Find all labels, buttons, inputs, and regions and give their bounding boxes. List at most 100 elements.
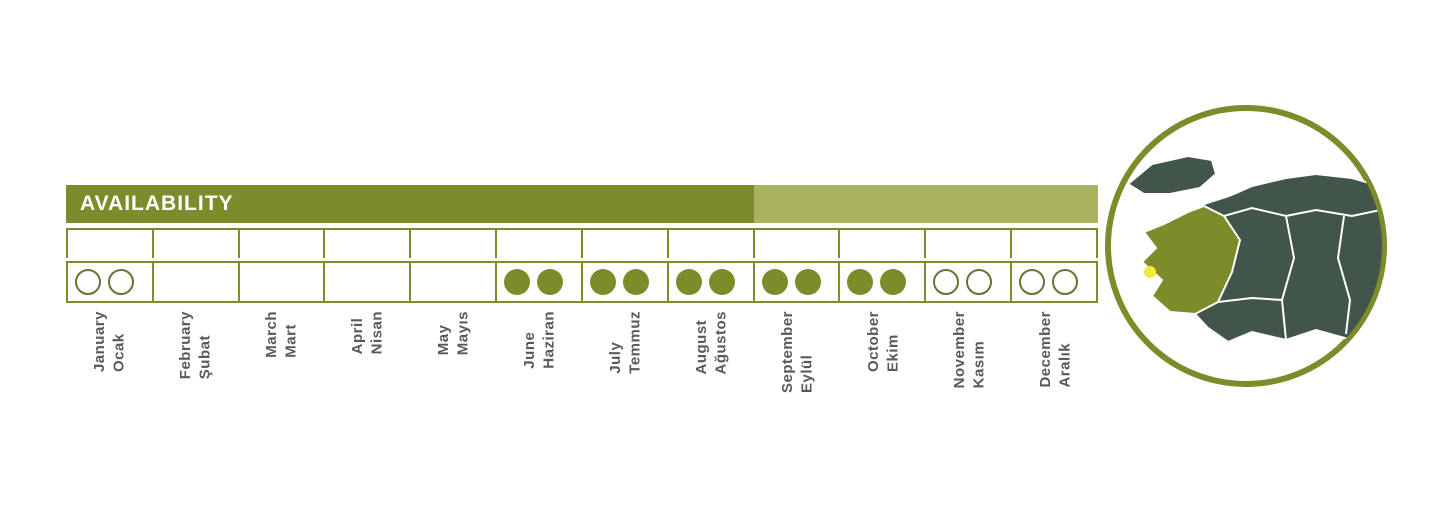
availability-marker-filled-icon xyxy=(880,269,907,295)
month-cell xyxy=(1010,230,1098,258)
month-marker-cell xyxy=(924,263,1010,301)
availability-marker-filled-icon xyxy=(761,269,788,295)
month-name-tr: Nisan xyxy=(368,311,385,355)
month-name-tr: Mayıs xyxy=(454,311,471,356)
month-marker-cell xyxy=(580,263,667,301)
availability-marker-filled-icon xyxy=(847,269,874,295)
month-name-tr: Mart xyxy=(282,324,299,358)
month-name-en: October xyxy=(864,311,882,373)
month-marker-cell xyxy=(495,263,581,301)
month-name-en: September xyxy=(778,311,796,394)
turkey-map-icon xyxy=(1105,105,1387,387)
month-cell xyxy=(151,230,238,258)
thrace-region xyxy=(1126,154,1218,195)
month-cell xyxy=(66,230,152,258)
availability-marker-outline-icon xyxy=(933,269,960,295)
month-cell xyxy=(409,230,495,258)
month-cell xyxy=(838,230,924,258)
region-map xyxy=(1100,100,1392,392)
availability-marker-filled-icon xyxy=(675,269,702,295)
month-name-tr: Kasım xyxy=(970,340,987,389)
availability-bar-light-segment xyxy=(753,185,1098,223)
availability-marker-filled-icon xyxy=(794,269,821,295)
availability-marker-filled-icon xyxy=(537,269,564,295)
availability-marker-outline-icon xyxy=(108,269,134,295)
location-dot-icon xyxy=(1144,266,1156,278)
availability-marker-filled-icon xyxy=(708,269,735,295)
month-name-en: May xyxy=(434,324,452,356)
month-marker-cell xyxy=(666,263,753,301)
month-cell xyxy=(666,230,753,258)
month-name-en: December xyxy=(1036,311,1054,388)
month-name-tr: Aralık xyxy=(1056,342,1073,388)
month-cell xyxy=(495,230,581,258)
month-marker-cell xyxy=(752,263,839,301)
region-border-lines xyxy=(1217,206,1382,341)
month-grid-top-row xyxy=(66,228,1098,258)
availability-bar-dark-segment: AVAILABILITY xyxy=(66,185,754,223)
month-name-tr: Ağustos xyxy=(712,311,729,375)
month-cell xyxy=(924,230,1010,258)
availability-marker-filled-icon xyxy=(589,269,616,295)
month-grid-marker-row xyxy=(66,261,1098,303)
month-name-tr: Ekim xyxy=(884,334,901,373)
month-cell xyxy=(323,230,409,258)
month-name-tr: Haziran xyxy=(540,311,557,369)
month-marker-cell xyxy=(66,263,152,301)
availability-header-bar: AVAILABILITY xyxy=(66,185,1098,223)
availability-marker-outline-icon xyxy=(1019,269,1046,295)
availability-marker-filled-icon xyxy=(504,269,531,295)
month-name-en: July xyxy=(606,341,624,374)
month-cell xyxy=(580,230,667,258)
month-name-en: April xyxy=(348,317,366,355)
month-marker-cell xyxy=(409,263,495,301)
month-name-tr: Şubat xyxy=(196,335,213,380)
month-marker-cell xyxy=(1010,263,1098,301)
month-marker-cell xyxy=(838,263,924,301)
month-name-tr: Eylül xyxy=(798,354,815,394)
availability-title: AVAILABILITY xyxy=(80,192,234,215)
month-cell xyxy=(752,230,839,258)
availability-marker-outline-icon xyxy=(1052,269,1079,295)
month-marker-cell xyxy=(323,263,409,301)
month-name-en: November xyxy=(950,311,968,389)
highlighted-aegean-region xyxy=(1140,204,1242,316)
month-name-en: March xyxy=(262,311,280,358)
month-name-tr: Temmuz xyxy=(626,311,643,374)
availability-marker-outline-icon xyxy=(75,269,101,295)
month-marker-cell xyxy=(237,263,324,301)
month-name-en: August xyxy=(692,319,710,375)
availability-marker-outline-icon xyxy=(966,269,993,295)
month-name-en: June xyxy=(520,331,538,369)
month-name-en: February xyxy=(176,311,194,380)
month-marker-cell xyxy=(151,263,238,301)
month-name-tr: Ocak xyxy=(110,333,127,373)
availability-marker-filled-icon xyxy=(622,269,649,295)
